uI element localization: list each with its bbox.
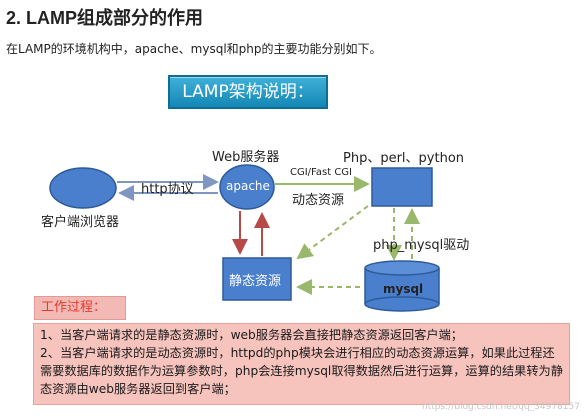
watermark: https://blog.csdn.net/qq_34978157 xyxy=(421,402,580,412)
php-mysql-driver-label: php_mysql驱动 xyxy=(373,238,470,253)
mysql-label: mysql xyxy=(383,282,424,296)
client-browser-label: 客户端浏览器 xyxy=(41,215,120,230)
apache-label: apache xyxy=(226,179,270,193)
dynamic-resource-label: 动态资源 xyxy=(292,193,345,208)
apache-node xyxy=(219,164,275,210)
process-description: 1、当客户端请求的是静态资源时，web服务器会直接把静态资源返回客户端； 2、当… xyxy=(33,323,570,405)
cgi-label: CGI/Fast CGI xyxy=(290,167,353,178)
process-step-1: 1、当客户端请求的是静态资源时，web服务器会直接把静态资源返回客户端； xyxy=(40,328,463,342)
process-title: 工作过程： xyxy=(34,296,126,320)
php-to-static-arrow xyxy=(296,205,369,260)
mysql-node xyxy=(364,260,440,312)
static-resource-node xyxy=(222,257,292,301)
client-browser-node xyxy=(49,167,117,209)
php-perl-python-node xyxy=(371,167,433,207)
intro-text: 在LAMP的环境机构中，apache、mysql和php的主要功能分别如下。 xyxy=(6,42,382,56)
web-server-label: Web服务器 xyxy=(212,150,280,165)
diagram-banner: LAMP架构说明： xyxy=(168,75,328,109)
section-heading: 2. LAMP组成部分的作用 xyxy=(6,8,204,28)
languages-label: Php、perl、python xyxy=(343,151,465,166)
static-resource-label: 静态资源 xyxy=(229,274,282,289)
process-step-2: 2、当客户端请求的是动态资源时，httpd的php模块会进行相应的动态资源运算，… xyxy=(40,346,563,396)
http-label: http协议 xyxy=(141,182,194,197)
